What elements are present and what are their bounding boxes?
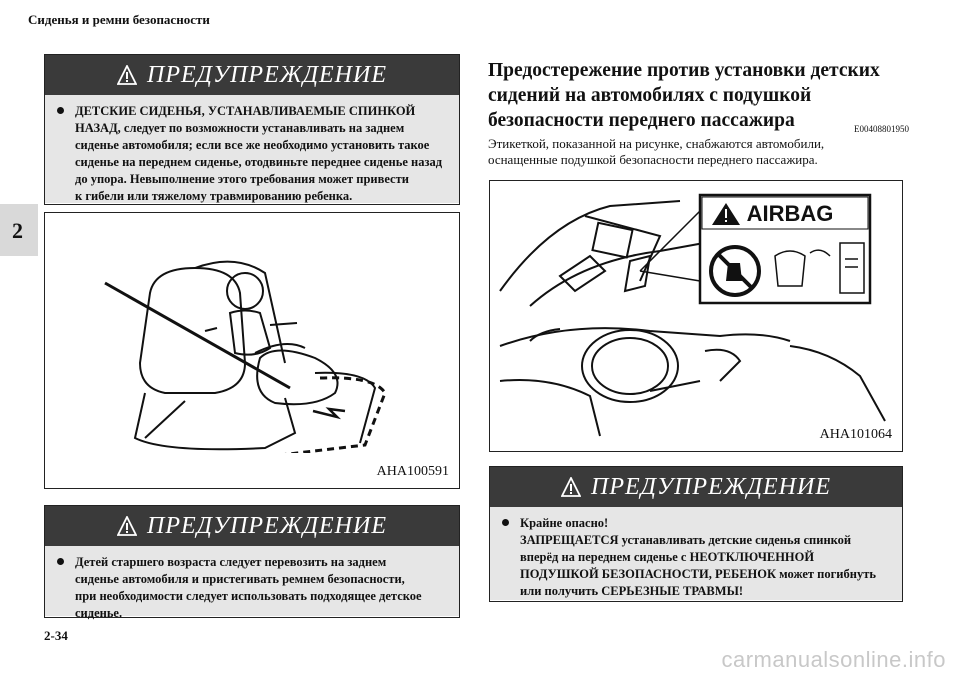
warning-line: сиденье. [75,606,123,620]
section-title: Предостережение против установки детских… [488,58,908,133]
warning-line: ДЕТСКИЕ СИДЕНЬЯ, УСТАНАВЛИВАЕМЫЕ СПИНКОЙ [75,104,416,118]
section-code: E00408801950 [854,124,909,134]
dashboard-illustration: AIRBAG [499,193,886,437]
warning-box-right: ПРЕДУПРЕЖДЕНИЕ Крайне опасно! ЗАПРЕЩАЕТС… [489,466,903,602]
warning-header: ПРЕДУПРЕЖДЕНИЕ [45,55,459,95]
warning-triangle-icon [117,65,138,85]
warning-heading: ПРЕДУПРЕЖДЕНИЕ [591,473,831,500]
figure-code: AHA100591 [376,464,449,479]
page-header: Сиденья и ремни безопасности [28,12,210,27]
chapter-tab [0,204,38,256]
page-number: 2-34 [44,628,68,643]
warning-triangle-icon [561,477,582,497]
intro-line: Этикеткой, показанной на рисунке, снабжа… [488,136,825,151]
warning-body: ДЕТСКИЕ СИДЕНЬЯ, УСТАНАВЛИВАЕМЫЕ СПИНКОЙ… [45,95,459,203]
figure-airbag-label: AIRBAG AHA101064 [489,180,903,452]
child-seat-illustration [104,260,387,453]
warning-triangle-icon [117,516,138,536]
intro-line: оснащенные подушкой безопасности передне… [488,152,818,167]
airbag-label-text: AIRBAG [747,201,834,226]
warning-header: ПРЕДУПРЕЖДЕНИЕ [45,506,459,546]
section-title-line: сидений на автомобилях с подушкой [488,85,812,106]
bullet-icon [502,519,509,526]
section-intro: Этикеткой, показанной на рисунке, снабжа… [488,136,928,168]
warning-line: или получить СЕРЬЕЗНЫЕ ТРАВМЫ! [520,584,744,598]
warning-body: Крайне опасно! ЗАПРЕЩАЕТСЯ устанавливать… [490,507,902,600]
warning-box-bottom-left: ПРЕДУПРЕЖДЕНИЕ Детей старшего возраста с… [44,505,460,620]
warning-line: ПОДУШКОЙ БЕЗОПАСНОСТИ, РЕБЕНОК может пог… [520,567,876,581]
section-title-line: Предостережение против установки детских [488,60,880,81]
warning-line: сиденье на переднем сиденье, отодвиньте … [75,155,443,169]
warning-line: НАЗАД, следует по возможности устанавлив… [75,121,405,135]
warning-line: к гибели или тяжелому травмированию ребе… [75,189,353,203]
warning-heading: ПРЕДУПРЕЖДЕНИЕ [147,61,387,88]
warning-line: Детей старшего возраста следует перевози… [75,555,387,569]
bullet-icon [57,558,64,565]
warning-box-top-left: ПРЕДУПРЕЖДЕНИЕ ДЕТСКИЕ СИДЕНЬЯ, УСТАНАВЛ… [44,54,460,205]
figure-child-seat: AHA100591 [44,212,460,489]
bullet-icon [57,107,64,114]
warning-line: до упора. Невыполнение этого требования … [75,172,409,186]
warning-heading: ПРЕДУПРЕЖДЕНИЕ [147,512,387,539]
warning-line: вперёд на переднем сиденье с НЕОТКЛЮЧЕНН… [520,550,815,564]
watermark: carmanualsonline.info [721,647,946,672]
warning-line: ЗАПРЕЩАЕТСЯ устанавливать детские сидень… [520,533,852,547]
warning-line: при необходимости следует использовать п… [75,589,422,603]
section-title-line: безопасности переднего пассажира [488,110,795,131]
warning-line: сиденье автомобиля и пристегивать ремнем… [75,572,405,586]
warning-body: Детей старшего возраста следует перевози… [45,546,459,620]
warning-line: сиденье автомобиля; если все же необходи… [75,138,430,152]
figure-code: AHA101064 [819,427,892,442]
warning-header: ПРЕДУПРЕЖДЕНИЕ [490,467,902,507]
warning-line: Крайне опасно! [520,516,609,530]
chapter-number: 2 [12,218,23,243]
